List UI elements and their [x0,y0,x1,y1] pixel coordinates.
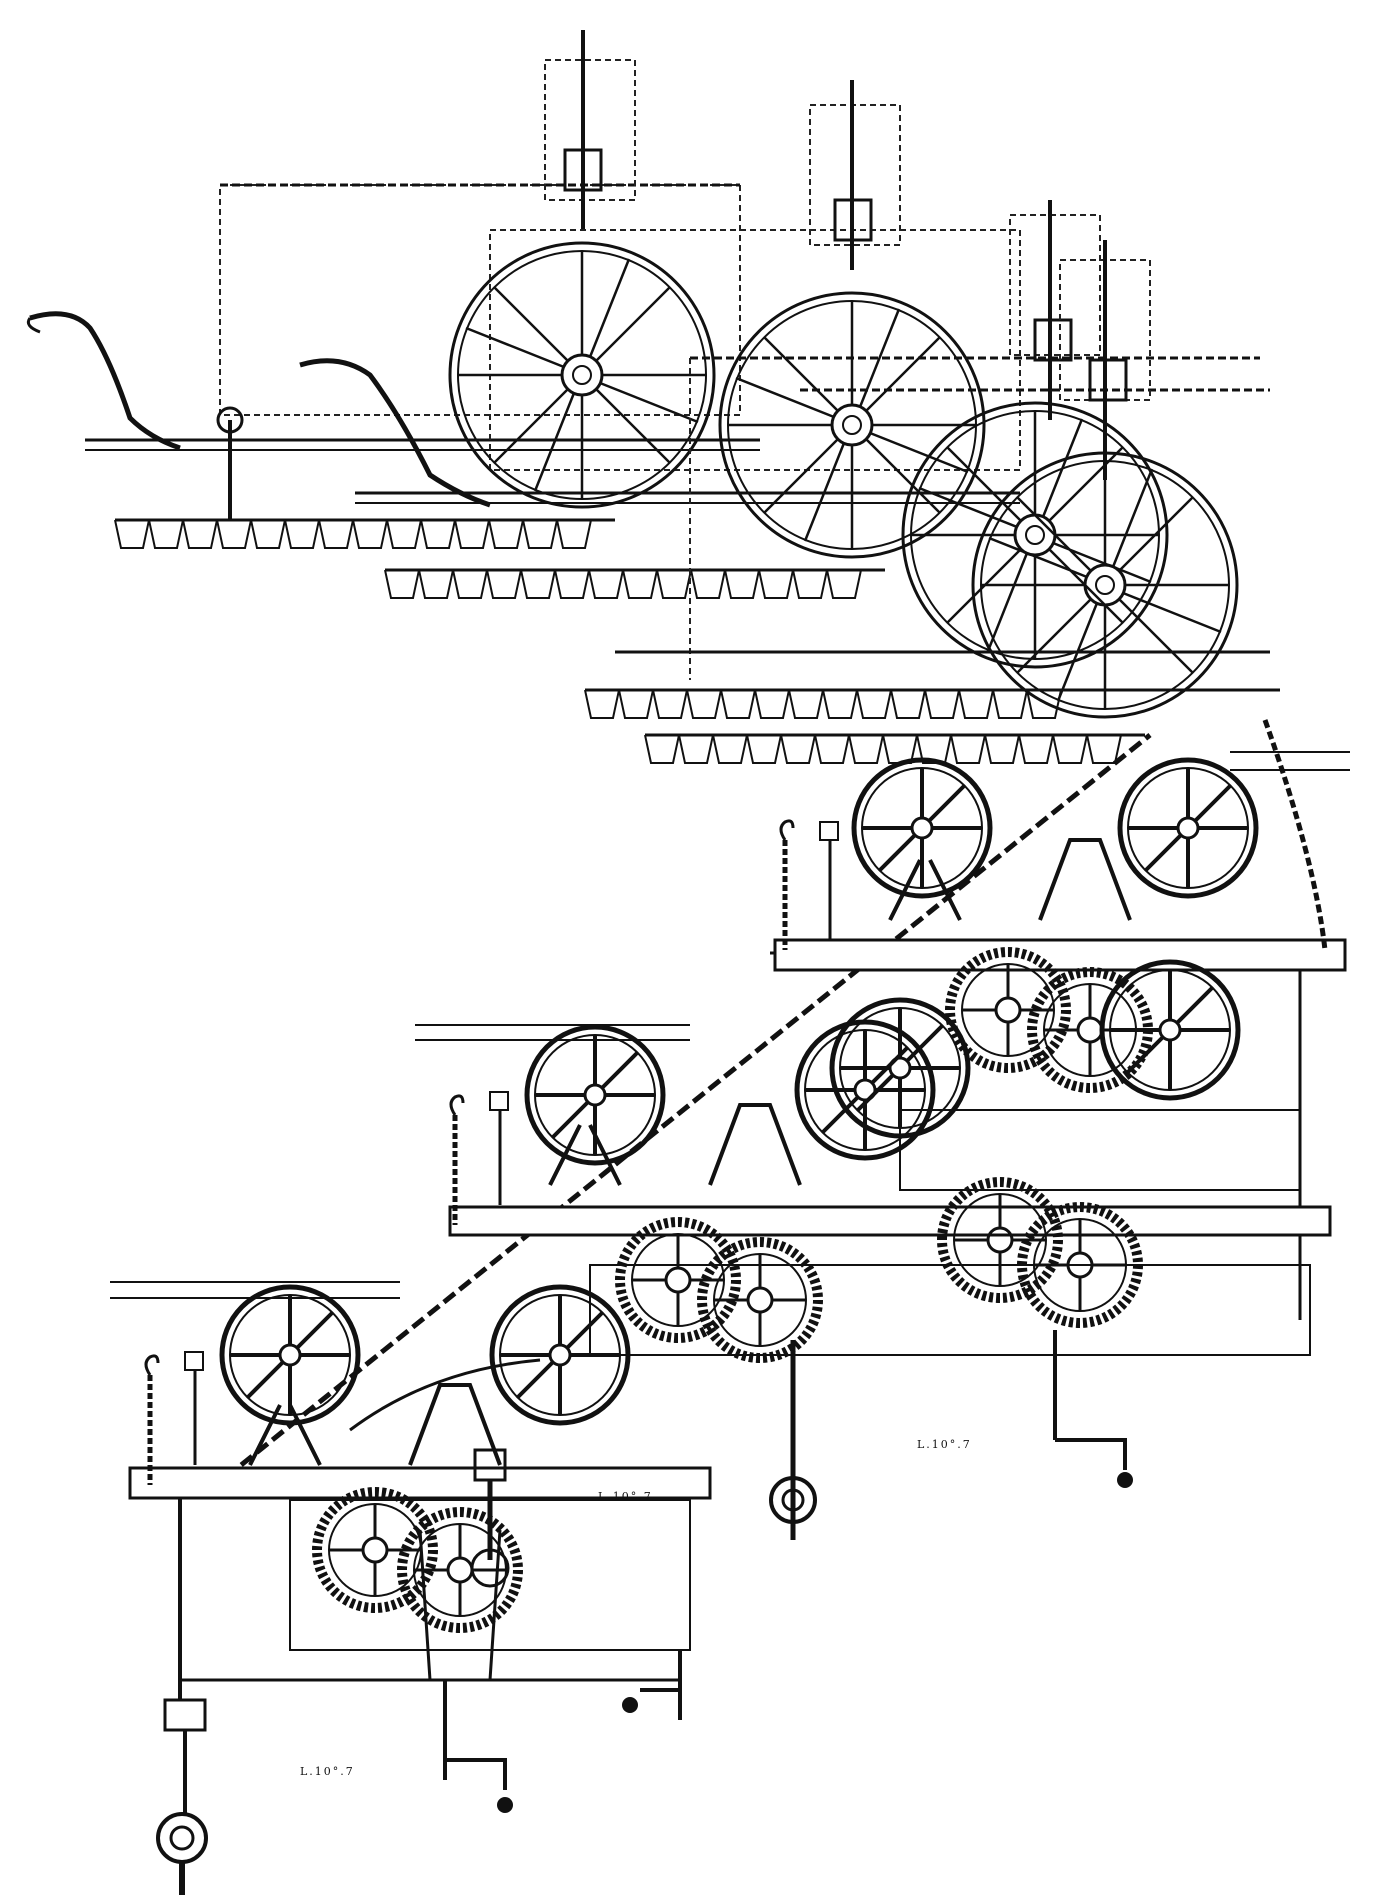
seed-drill-carriages [26,30,1350,771]
carriage-2 [299,80,1021,600]
figure-label-middle: L.10°.7 [917,1438,972,1451]
drive-belt [208,733,1152,1492]
carriage-1 [26,30,760,550]
figure-label-bottom: L.10°.7 [300,1765,355,1778]
figure-label-top: L.10°.7 [598,1490,653,1503]
machine-unit-middle: L.10°.7 [415,1022,1332,1540]
carriage-4 [640,240,1350,771]
machine-unit-lower: L.10°.7 L.10°.7 [110,1281,712,1895]
plumb-weight [470,1448,510,1588]
